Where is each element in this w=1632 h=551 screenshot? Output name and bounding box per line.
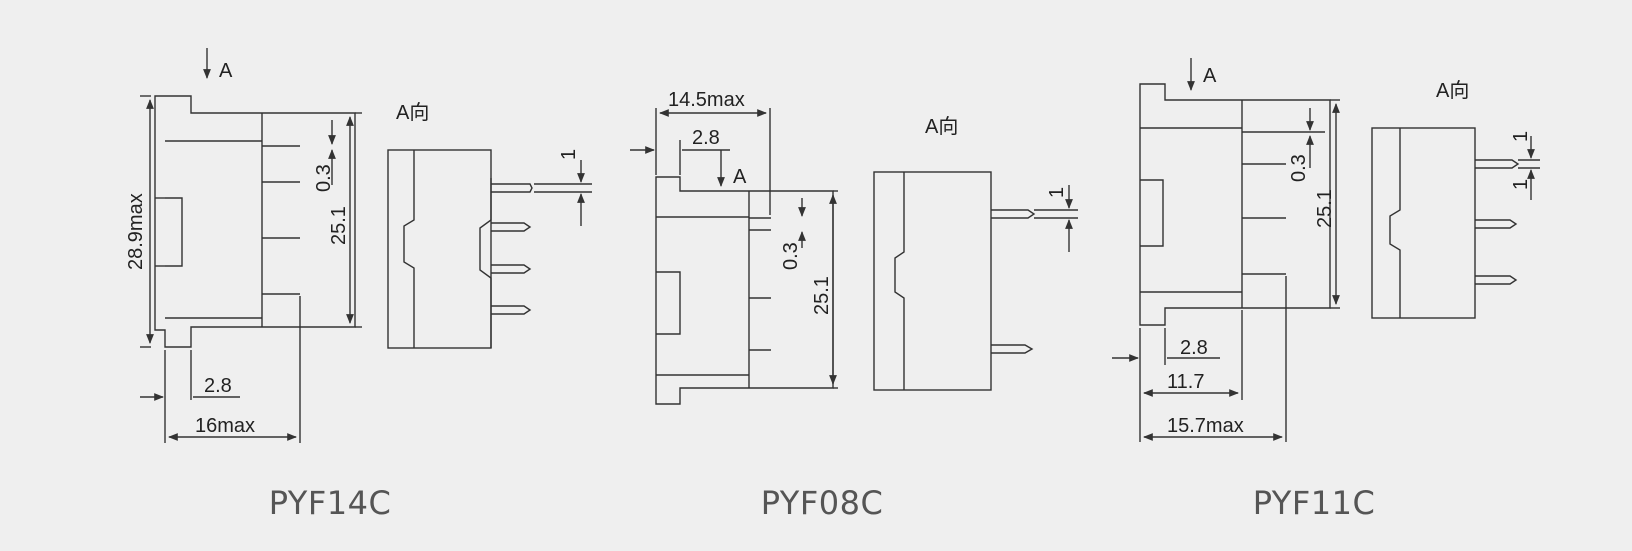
pyf11c-offset-dim: 2.8 [1180,337,1208,359]
pyf14c-a-view [387,149,592,349]
pyf14c-view-label: A向 [396,101,429,124]
pyf14c-side-view [154,95,356,348]
pyf11c-mid-dim: 11.7 [1167,371,1204,393]
pyf11c-span-dim: 25.1 [1314,189,1336,228]
pyf11c-depth-dim: 15.7max [1167,415,1244,437]
pyf08c-dimensions [630,108,838,389]
pyf08c-view-label: A向 [925,115,958,138]
pyf11c-a-view [1371,127,1540,319]
pyf08c-pin-dim: 1 [1046,187,1068,198]
pyf11c-view-label: A向 [1436,79,1469,102]
pyf11c-pitch-dim: 0.3 [1288,154,1310,182]
pyf08c-pitch-dim: 0.3 [780,242,802,270]
pyf14c-depth-dim: 16max [195,415,255,437]
pyf08c-top-dim: 14.5max [668,89,745,111]
pyf08c-view-arrow-label: A [733,166,747,188]
pyf14c-caption: PYF14C [268,484,392,522]
pyf14c-dimensions [140,48,362,443]
pyf08c-offset-dim: 2.8 [692,127,720,149]
pyf08c-caption: PYF08C [760,484,884,522]
pyf14c-pitch-dim: 0.3 [313,164,335,192]
pyf11c-pin-dim: 1 [1510,179,1532,190]
pyf08c-side-view [655,176,834,405]
pyf11c-dimensions [1112,58,1340,442]
pyf14c-pin-dim: 1 [558,149,580,160]
pyf14c-span-dim: 25.1 [328,206,350,245]
pyf11c-caption: PYF11C [1252,484,1376,522]
pyf11c-pin-top-dim: 1 [1510,131,1532,142]
pyf08c-a-view [873,171,1078,391]
pyf14c-height-dim: 28.9max [125,193,147,270]
pyf11c-view-arrow-label: A [1203,65,1217,87]
pyf14c-offset-dim: 2.8 [204,375,232,397]
pyf11c-side-view [1139,83,1331,326]
pyf14c-view-arrow-label: A [219,60,233,82]
pyf08c-span-dim: 25.1 [811,276,833,315]
